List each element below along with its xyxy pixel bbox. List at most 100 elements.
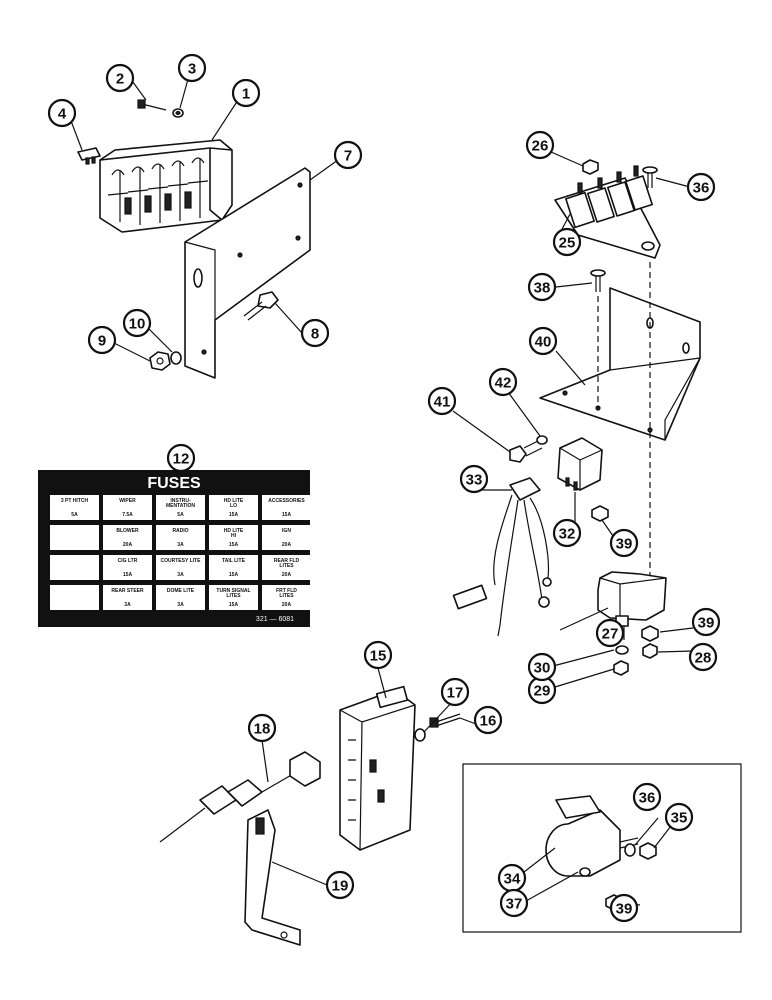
fuse-amp-rating: 3A xyxy=(177,542,184,548)
callout-33: 33 xyxy=(459,464,489,494)
lock-washer xyxy=(170,351,182,365)
callout-number: 39 xyxy=(616,536,633,553)
fuse-cell: REAR STEER 3A xyxy=(103,585,152,610)
washer xyxy=(172,108,184,118)
screw xyxy=(590,269,606,292)
fuse-circuit-label: TURN SIGNAL xyxy=(216,588,250,594)
fuse-amp-rating: 15A xyxy=(282,512,292,518)
nut xyxy=(613,660,629,676)
callout-number: 16 xyxy=(480,713,497,730)
fuse-circuit-label: REAR FLD xyxy=(274,558,300,564)
callout-2: 2 xyxy=(105,63,135,93)
callout-15: 15 xyxy=(363,640,393,670)
callout-8: 8 xyxy=(300,318,330,348)
bolt xyxy=(243,291,279,321)
blade-fuse xyxy=(77,147,101,165)
callout-number: 7 xyxy=(344,148,352,165)
fuse-amp-rating: 15A xyxy=(229,572,239,578)
fuse-circuit-label: HD LITE xyxy=(224,498,244,504)
callout-30: 30 xyxy=(527,652,557,682)
fuse-cell xyxy=(50,525,99,550)
fuse-amp-rating: 20A xyxy=(282,602,292,608)
callout-number: 40 xyxy=(535,334,552,351)
callout-number: 37 xyxy=(506,896,523,913)
callout-40: 40 xyxy=(528,326,558,356)
callout-number: 38 xyxy=(534,280,551,297)
fuse-decal: FUSES 3 PT HITCH5AWIPER7.5AINSTRU-MENTAT… xyxy=(38,470,311,627)
fuse-circuit-label: LITES xyxy=(226,593,241,599)
fuse-amp-rating: 15A xyxy=(123,572,133,578)
relay xyxy=(557,437,603,491)
callout-34: 34 xyxy=(497,863,527,893)
callout-number: 30 xyxy=(534,660,551,677)
fuse-circuit-label: HI xyxy=(231,533,237,539)
screw xyxy=(642,166,658,188)
fuse-circuit-label: CIG LTR xyxy=(118,558,138,564)
fuse-circuit-label: LO xyxy=(230,503,237,509)
callout-26: 26 xyxy=(525,130,555,160)
callout-number: 39 xyxy=(616,901,633,918)
fuse-amp-rating: 20A xyxy=(282,572,292,578)
fuse-amp-rating: 3A xyxy=(177,602,184,608)
inset-frame xyxy=(462,763,742,933)
fuse-circuit-label: HD LITE xyxy=(224,528,244,534)
washer xyxy=(414,728,426,742)
callout-number: 15 xyxy=(370,648,387,665)
screw xyxy=(137,99,167,111)
callout-10: 10 xyxy=(122,308,152,338)
fuse-decal-part-number: 321 — 6081 xyxy=(256,616,294,623)
temperature-sensor xyxy=(159,751,321,843)
fuse-block-bracket xyxy=(184,167,311,379)
callout-9: 9 xyxy=(87,325,117,355)
callout-number: 17 xyxy=(447,685,464,702)
fuse-decal-title: FUSES xyxy=(147,475,201,492)
fuse-amp-rating: 15A xyxy=(229,602,239,608)
callout-25: 25 xyxy=(552,227,582,257)
fuse-circuit-label: 3 PT HITCH xyxy=(61,498,89,504)
angle-bracket xyxy=(539,287,701,441)
nut xyxy=(642,643,658,659)
callout-number: 8 xyxy=(311,326,319,343)
callout-number: 33 xyxy=(466,472,483,489)
washer xyxy=(624,843,636,857)
callout-number: 41 xyxy=(434,394,451,411)
fuse-cell xyxy=(50,585,99,610)
callout-number: 28 xyxy=(695,650,712,667)
callout-37: 37 xyxy=(499,888,529,918)
fuse-circuit-label: BLOWER xyxy=(116,528,139,534)
callout-number: 35 xyxy=(671,810,688,827)
washer xyxy=(536,435,548,445)
fuse-circuit-label: REAR STEER xyxy=(111,588,144,594)
callout-number: 1 xyxy=(242,86,250,103)
callout-32: 32 xyxy=(552,518,582,548)
fuse-amp-rating: 15A xyxy=(229,512,239,518)
screw xyxy=(429,713,461,728)
callout-19: 19 xyxy=(325,870,355,900)
wiring-harness xyxy=(452,477,552,637)
fuse-amp-rating: 3A xyxy=(124,602,131,608)
callout-7: 7 xyxy=(333,140,363,170)
fuse-amp-rating: 3A xyxy=(177,572,184,578)
callout-number: 36 xyxy=(693,180,710,197)
fuse-cell: DOME LITE 3A xyxy=(156,585,205,610)
callout-16: 16 xyxy=(473,705,503,735)
callout-18: 18 xyxy=(247,713,277,743)
fuse-amp-rating: 20A xyxy=(282,542,292,548)
fuse-circuit-label: DOME LITE xyxy=(167,588,195,594)
callout-42: 42 xyxy=(488,367,518,397)
callout-29: 29 xyxy=(527,675,557,705)
fuse-circuit-label: MENTATION xyxy=(166,503,195,509)
callout-38: 38 xyxy=(527,272,557,302)
fuse-block xyxy=(99,139,233,233)
callout-number: 4 xyxy=(58,106,67,123)
callout-41: 41 xyxy=(427,386,457,416)
